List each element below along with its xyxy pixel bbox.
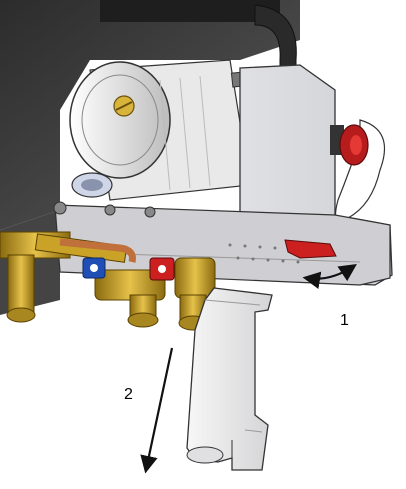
pressure-relief-knob: [330, 124, 369, 166]
callout-label-2: 2: [124, 386, 133, 403]
removed-cover-part: [186, 287, 273, 471]
red-locking-clip: [284, 239, 337, 259]
down-arrow-icon: [140, 347, 174, 474]
pump-motor: [69, 59, 251, 201]
callout-label-1: 1: [340, 312, 349, 329]
brass-valve-manifold: [0, 231, 216, 331]
rotate-arrow-icon: [302, 264, 357, 289]
